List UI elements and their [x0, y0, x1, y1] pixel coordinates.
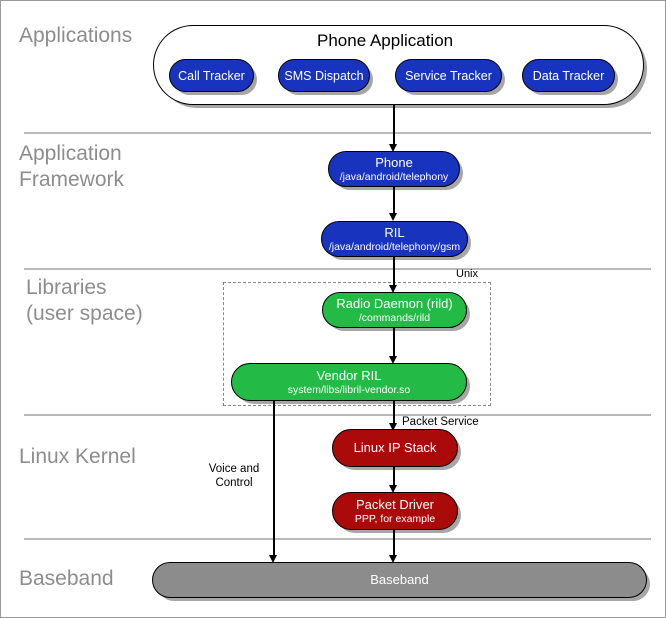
layer-label-application-framework: Application Framework: [19, 142, 125, 191]
kernel-node-linux-ip-stack[interactable]: Linux IP Stack: [332, 429, 458, 467]
kernel-node-packet-driver-sub: PPP, for example: [354, 512, 436, 525]
framework-node-phone-path: /java/android/telephony: [339, 170, 449, 183]
framework-node-ril-path: /java/android/telephony/gsm: [328, 240, 461, 253]
kernel-node-packet-driver[interactable]: Packet Driver PPP, for example: [332, 492, 458, 530]
connector-packet-driver-to-baseband: [393, 530, 395, 558]
baseband-node[interactable]: Baseband: [152, 562, 647, 598]
divider-applications-framework: [24, 132, 651, 134]
edge-label-voice-and-control: Voice and Control: [208, 463, 260, 489]
edge-label-packet-service: Packet Service: [402, 416, 479, 428]
arrowhead-ip-stack-to-packet-driver: [389, 485, 397, 493]
app-node-sms-dispatch[interactable]: SMS Dispatch: [278, 59, 370, 92]
arrowhead-vendor-ril-to-baseband-voice: [269, 555, 277, 563]
library-node-radio-daemon-title: Radio Daemon (rild): [336, 295, 453, 311]
arrowhead-ril-to-radio-daemon: [389, 285, 397, 293]
divider-kernel-baseband: [24, 538, 651, 540]
arrowhead-vendor-ril-to-ip-stack: [389, 423, 397, 431]
layer-label-applications: Applications: [19, 24, 133, 47]
layer-label-baseband: Baseband: [19, 567, 114, 590]
connector-phone-to-ril: [393, 187, 395, 214]
arrowhead-packet-driver-to-baseband: [389, 555, 397, 563]
arrowhead-apps-to-phone: [389, 144, 397, 152]
connector-vendor-ril-to-baseband-voice: [273, 401, 275, 558]
library-node-vendor-ril-title: Vendor RIL: [316, 367, 382, 383]
kernel-node-packet-driver-title: Packet Driver: [355, 496, 435, 512]
app-node-service-tracker-label: Service Tracker: [405, 68, 492, 83]
unix-region-box: [223, 282, 491, 406]
layer-label-linux-kernel: Linux Kernel: [19, 445, 136, 468]
connector-radio-daemon-to-vendor-ril: [393, 328, 395, 357]
app-node-sms-dispatch-label: SMS Dispatch: [284, 68, 364, 83]
library-node-vendor-ril-path: system/libs/libril-vendor.so: [287, 383, 411, 396]
framework-node-ril[interactable]: RIL /java/android/telephony/gsm: [321, 221, 468, 257]
connector-ril-to-radio-daemon: [393, 257, 395, 286]
library-node-radio-daemon[interactable]: Radio Daemon (rild) /commands/rild: [322, 292, 467, 328]
library-node-radio-daemon-path: /commands/rild: [358, 311, 431, 324]
framework-node-ril-title: RIL: [384, 224, 405, 240]
arrowhead-radio-daemon-to-vendor-ril: [389, 356, 397, 364]
layer-label-libraries: Libraries (user space): [26, 276, 143, 325]
phone-application-title: Phone Application: [317, 31, 454, 50]
connector-ip-stack-to-packet-driver: [393, 467, 395, 488]
app-node-call-tracker[interactable]: Call Tracker: [169, 59, 254, 92]
unix-region-label: Unix: [456, 268, 479, 280]
app-node-call-tracker-label: Call Tracker: [178, 68, 245, 83]
framework-node-phone[interactable]: Phone /java/android/telephony: [328, 151, 460, 187]
divider-libraries-kernel: [24, 414, 651, 416]
arrowhead-phone-to-ril: [389, 213, 397, 221]
app-node-data-tracker-label: Data Tracker: [532, 68, 605, 83]
kernel-node-linux-ip-stack-title: Linux IP Stack: [353, 440, 437, 455]
baseband-node-title: Baseband: [370, 572, 429, 587]
connector-vendor-ril-to-ip-stack: [393, 401, 395, 425]
app-node-data-tracker[interactable]: Data Tracker: [522, 59, 615, 92]
connector-apps-to-phone: [393, 105, 395, 146]
app-node-service-tracker[interactable]: Service Tracker: [395, 59, 502, 92]
library-node-vendor-ril[interactable]: Vendor RIL system/libs/libril-vendor.so: [231, 363, 467, 401]
divider-framework-libraries: [24, 268, 651, 270]
framework-node-phone-title: Phone: [375, 154, 413, 170]
